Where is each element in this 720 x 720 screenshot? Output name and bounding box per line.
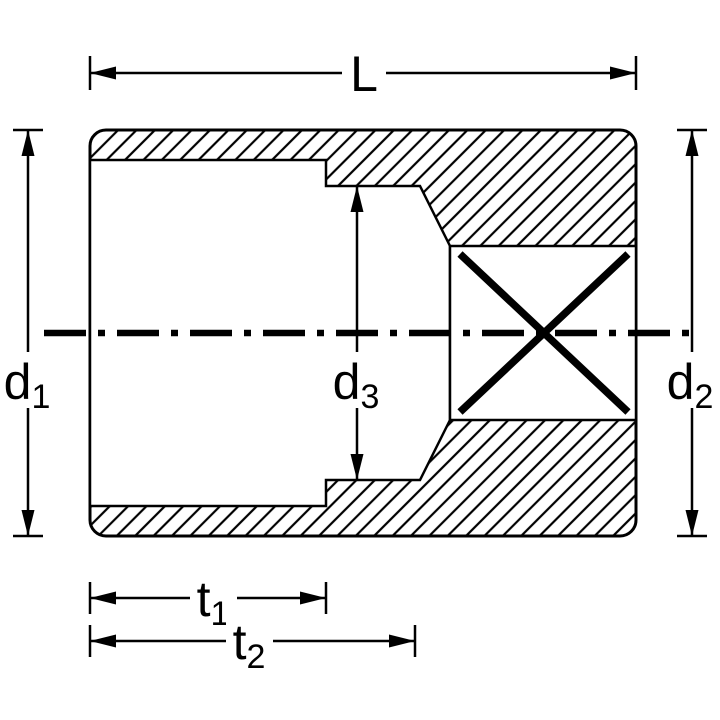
label-d3-subscript: 3	[360, 378, 379, 416]
label-d3-base: d	[333, 354, 361, 410]
dimension-label-L: L	[350, 46, 378, 102]
dimension-label-d2: d2	[667, 354, 714, 416]
dimension-L-label-mask	[342, 46, 386, 100]
label-t1-base: t	[197, 571, 211, 627]
dimension-d1-label-mask	[2, 352, 55, 408]
dimension-L-arrow-left	[90, 66, 116, 80]
dimension-d1: d1	[2, 128, 55, 538]
dimension-label-t1: t1	[197, 571, 230, 633]
dimension-t1-arrow-right	[300, 591, 326, 605]
dimension-t1: t1	[88, 570, 328, 633]
dimension-t1-arrow-left	[90, 591, 116, 605]
dimension-t2-arrow-left	[90, 634, 116, 648]
label-t2-subscript: 2	[246, 638, 265, 676]
drive-cross-line-2	[457, 251, 631, 415]
label-d1-base: d	[4, 354, 32, 410]
dimension-label-t2: t2	[233, 614, 266, 676]
dimension-t2: t2	[88, 613, 417, 676]
dimension-d3: d3	[330, 186, 383, 480]
label-d2-base: d	[667, 354, 695, 410]
dimension-d3-arrow-bottom	[350, 454, 364, 480]
dimension-label-d3: d3	[333, 354, 380, 416]
dimension-label-d1: d1	[4, 354, 51, 416]
label-t1-subscript: 1	[210, 595, 229, 633]
dimension-d2-arrow-top	[685, 130, 699, 156]
label-d1-subscript: 1	[31, 378, 50, 416]
label-d2-subscript: 2	[694, 378, 713, 416]
dimension-t2-label-mask	[226, 613, 273, 669]
dimension-L-arrow-right	[610, 66, 636, 80]
dimension-d1-arrow-bottom	[21, 510, 35, 536]
dimension-d2-label-mask	[663, 352, 717, 408]
dimension-t2-arrow-right	[389, 634, 415, 648]
dimension-d2: d2	[663, 128, 717, 538]
dimension-d3-label-mask	[330, 352, 383, 408]
dimension-d2-arrow-bottom	[685, 510, 699, 536]
dimension-d1-arrow-top	[21, 130, 35, 156]
label-t2-base: t	[233, 614, 247, 670]
dimension-L: L	[88, 46, 638, 102]
dimension-d3-arrow-top	[350, 186, 364, 212]
